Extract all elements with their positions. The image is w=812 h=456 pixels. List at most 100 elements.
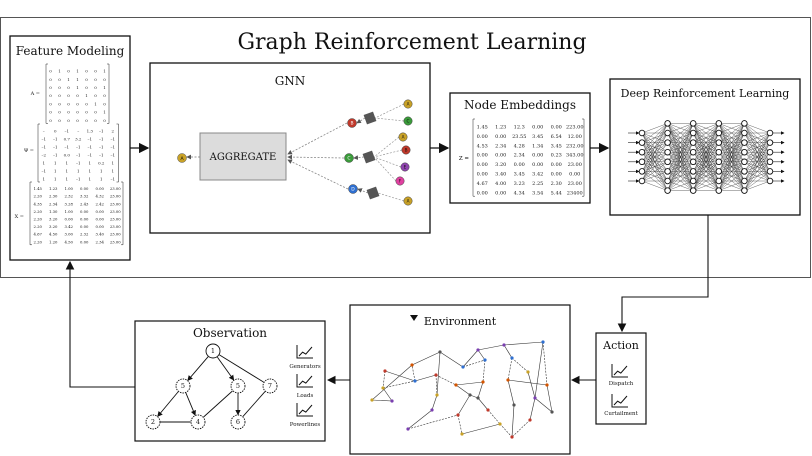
neighbor-node bbox=[403, 99, 413, 109]
nn-neuron bbox=[664, 187, 671, 194]
matrix-cell: 23.00 bbox=[110, 232, 121, 237]
neighbor-edge bbox=[373, 156, 397, 182]
matrix-cell: 0 bbox=[76, 110, 79, 115]
matrix-cell: 1 bbox=[111, 160, 114, 165]
matrix-cell: 23400 bbox=[567, 190, 583, 196]
matrix-cell: –1 bbox=[41, 136, 46, 141]
matrix-cell: 2.43 bbox=[80, 201, 89, 206]
matrix-bracket-left bbox=[45, 63, 48, 124]
nn-edge bbox=[693, 152, 719, 191]
matrix-cell: 0 bbox=[67, 110, 70, 115]
matrix-cell: 1.23 bbox=[49, 186, 58, 191]
grid-bus bbox=[533, 396, 537, 400]
matrix-cell: 3.23 bbox=[514, 181, 525, 187]
matrix-cell: 1 bbox=[94, 101, 97, 106]
nn-edge bbox=[718, 123, 745, 153]
matrix-cell: 23.00 bbox=[110, 186, 121, 191]
matrix-cell: 1 bbox=[54, 168, 57, 173]
matrix-cell: 0 bbox=[49, 69, 52, 74]
nn-neuron bbox=[766, 168, 774, 175]
matrix-cell: 6.54 bbox=[551, 134, 562, 140]
matrix-cell: 223.00 bbox=[566, 125, 584, 131]
nn-edge bbox=[667, 123, 694, 143]
matrix-cell: 0 bbox=[103, 77, 106, 82]
matrix-cell: –1 bbox=[99, 136, 104, 141]
nn-edge bbox=[744, 132, 771, 182]
nn-neuron bbox=[689, 177, 697, 185]
nn-neuron bbox=[638, 129, 646, 137]
neighbor-node bbox=[395, 176, 405, 186]
nn-edge bbox=[693, 123, 719, 182]
nn-edge bbox=[641, 123, 668, 172]
observation-node-label: 5 bbox=[181, 382, 185, 390]
matrix-cell: 2.30 bbox=[551, 181, 562, 187]
matrix-cell: 1 bbox=[100, 176, 103, 181]
grid-bus bbox=[526, 370, 530, 374]
observation-node bbox=[145, 414, 161, 430]
matrix-cell: 0 bbox=[103, 93, 106, 98]
matrix-cell: 1 bbox=[88, 176, 91, 181]
observation-edge bbox=[203, 390, 233, 418]
matrix-cell: 0.00 bbox=[569, 172, 580, 178]
matrix-cell: 0 bbox=[85, 101, 88, 106]
matrix-cell: 1 bbox=[67, 77, 70, 82]
nn-edge bbox=[718, 152, 745, 191]
matrix-cell: 0 bbox=[58, 93, 61, 98]
grid-line bbox=[499, 423, 513, 438]
grid-line bbox=[462, 359, 486, 368]
matrix-cell: 0.0 bbox=[64, 152, 71, 157]
neighbor-node bbox=[401, 145, 411, 155]
matrix-cell: 23.00 bbox=[568, 162, 582, 168]
matrix-cell: 0.00 bbox=[514, 162, 525, 168]
nn-edge bbox=[693, 123, 719, 143]
nn-neuron bbox=[689, 120, 697, 127]
matrix-cell: –1 bbox=[87, 152, 92, 157]
nn-neuron bbox=[766, 139, 774, 146]
nn-edge bbox=[693, 123, 719, 172]
graph-rl-container bbox=[0, 17, 811, 278]
matrix-bracket-left bbox=[472, 118, 475, 197]
matrix-cell: 0.2 bbox=[98, 160, 105, 165]
nn-neuron bbox=[715, 177, 723, 185]
grid-bus bbox=[456, 413, 460, 417]
nn-neuron bbox=[689, 187, 697, 194]
matrix-cell: 1.00 bbox=[65, 209, 74, 214]
nn-edge bbox=[693, 180, 719, 191]
matrix-cell: 2.34 bbox=[495, 143, 506, 149]
nn-edge bbox=[667, 123, 694, 153]
neighbor-edge bbox=[377, 192, 405, 202]
nn-neuron bbox=[638, 168, 646, 175]
matrix-cell: 2.20 bbox=[34, 194, 43, 199]
nn-edge bbox=[641, 123, 668, 134]
matrix-cell: 1 bbox=[65, 176, 68, 181]
matrix-cell: –1 bbox=[64, 128, 69, 133]
matrix-cell: –1 bbox=[76, 176, 81, 181]
grid-line bbox=[529, 397, 536, 421]
matrix-cell: 1 bbox=[103, 110, 106, 115]
grid-bus bbox=[390, 399, 394, 403]
matrix-cell: 0.00 bbox=[551, 125, 562, 131]
matrix-cell: 0.00 bbox=[96, 216, 105, 221]
gnn-group-d: DA bbox=[287, 159, 413, 206]
matrix-cell: –1 bbox=[110, 136, 115, 141]
nn-edge bbox=[693, 123, 719, 153]
grid-bus bbox=[486, 408, 490, 412]
matrix-cell: 0.00 bbox=[477, 153, 488, 159]
nn-edge bbox=[718, 180, 745, 191]
neighbor-node-label: A bbox=[407, 102, 410, 107]
feature-modeling-title: Feature Modeling bbox=[16, 44, 125, 58]
grid-bus bbox=[476, 348, 480, 352]
matrix-cell: 0.00 bbox=[80, 239, 89, 244]
matrix-cell: – bbox=[77, 128, 79, 133]
nn-edge bbox=[744, 132, 771, 153]
grid-bus bbox=[481, 380, 485, 384]
matrix-cell: 4.32 bbox=[96, 194, 105, 199]
nn-neuron bbox=[715, 120, 723, 127]
grid-line bbox=[384, 370, 416, 382]
matrix-cell: 0 bbox=[67, 85, 70, 90]
grid-line bbox=[407, 414, 459, 430]
matrix-bracket-right bbox=[107, 63, 110, 124]
nn-edge bbox=[667, 123, 694, 134]
